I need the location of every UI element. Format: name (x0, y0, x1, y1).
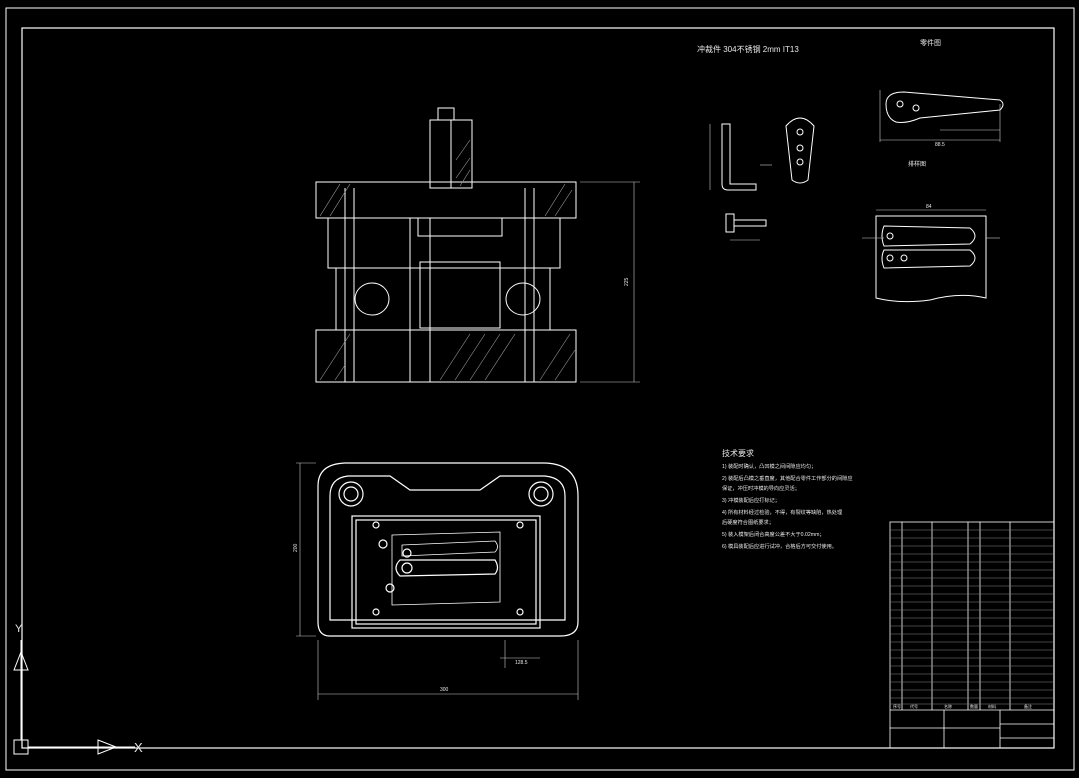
section-view (315, 107, 640, 383)
tech-req-line: 6) 模具装配后应进行试冲，合格后方可交付使用。 (722, 542, 837, 550)
ucs-x-label: X (134, 740, 143, 755)
bom-header-cell: 备注 (1024, 703, 1032, 709)
bom-header-cell: 材料 (988, 703, 996, 709)
inner-frame (21, 27, 1055, 749)
part-drawing-label: 零件图 (920, 38, 941, 47)
tech-req-line: 后硬度符合图纸要求； (722, 518, 774, 526)
material-note: 冲裁件 304不锈钢 2mm IT13 (697, 44, 799, 54)
plan-view (296, 462, 579, 700)
dim-plan-inner: 128.5 (515, 660, 528, 666)
bom-header-cell: 序号 (893, 703, 901, 709)
tech-requirements: 技术要求 1) 装配时确认，凸凹模之间间隙应均匀； 2) 装配后凸模之垂直度，其… (722, 448, 853, 550)
tech-req-line: 4) 所有材料经过检验，不得，有裂纹等缺陷，热处理 (722, 508, 843, 516)
ucs-y-label: Y (15, 623, 23, 635)
tech-req-line: 5) 装入模架后闭合高度公差不大于0.02mm； (722, 530, 825, 538)
bend-part-views (709, 117, 815, 241)
dim-plan-width: 300 (440, 687, 449, 693)
dim-strip-width: 84 (926, 204, 932, 210)
bom-table (889, 521, 1055, 749)
bom-header-cell: 数量 (970, 703, 978, 709)
tech-req-line: 1) 装配时确认，凸凹模之间间隙应均匀； (722, 462, 816, 470)
outer-frame (5, 7, 1075, 771)
bom-header-cell: 代号 (910, 703, 918, 709)
tech-req-line: 保证，冲压时冲模的导向应灵活； (722, 484, 800, 492)
tech-req-line: 3) 冲模装配后应打标记； (722, 496, 780, 504)
part-drawing (879, 90, 1004, 142)
dim-section-height: 225 (624, 277, 630, 286)
dim-plan-height: 200 (293, 543, 299, 552)
tech-req-title: 技术要求 (722, 448, 754, 458)
dim-part-length: 88.5 (935, 142, 945, 148)
ucs-icon (13, 640, 135, 755)
bom-header-cell: 名称 (944, 703, 952, 709)
tech-req-line: 2) 装配后凸模之垂直度，其他配合零件工作部分的间隙应 (722, 474, 853, 482)
strip-layout (862, 209, 1000, 303)
bom-header: 序号 代号 名称 数量 材料 备注 (893, 703, 1032, 709)
layout-drawing-label: 排样图 (908, 160, 926, 168)
